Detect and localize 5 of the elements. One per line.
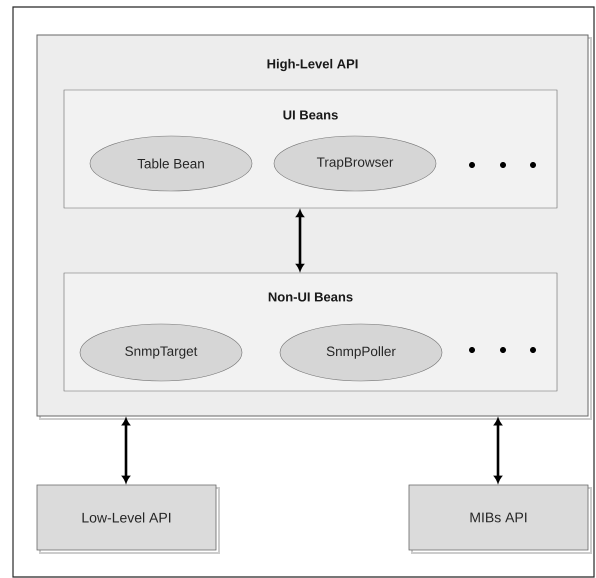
double-arrow bbox=[122, 418, 130, 483]
api-box: MIBs API bbox=[408, 484, 592, 554]
double-arrow bbox=[296, 210, 304, 271]
double-arrow bbox=[494, 418, 502, 483]
api-box: Low-Level API bbox=[36, 484, 220, 554]
